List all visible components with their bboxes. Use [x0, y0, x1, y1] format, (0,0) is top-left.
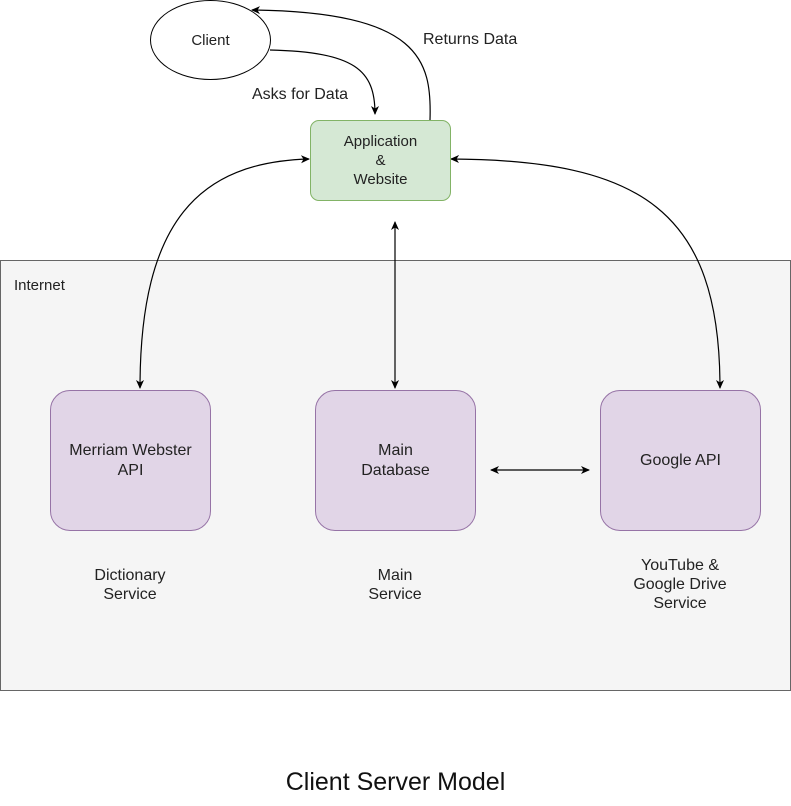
youtube-caption-line1: YouTube & [641, 557, 719, 574]
application-label-line3: Website [353, 171, 408, 188]
database-label-line1: Main [378, 441, 413, 459]
main-caption-line2: Service [368, 586, 422, 603]
internet-label: Internet [14, 277, 65, 294]
merriam-label-line2: API [117, 461, 144, 479]
dictionary-service-caption: Dictionary Service [60, 566, 200, 604]
merriam-webster-node: Merriam Webster API [50, 390, 211, 531]
youtube-caption-line3: Service [653, 595, 707, 612]
application-label-line2: & [375, 152, 386, 169]
client-node: Client [150, 0, 271, 80]
application-node: Application & Website [310, 120, 451, 201]
database-label-line2: Database [361, 461, 430, 479]
google-label: Google API [640, 451, 721, 469]
merriam-label-line1: Merriam Webster [69, 441, 192, 459]
youtube-caption-line2: Google Drive [633, 576, 727, 593]
youtube-drive-service-caption: YouTube & Google Drive Service [605, 556, 755, 613]
client-label: Client [191, 31, 230, 49]
returns-data-label: Returns Data [423, 31, 518, 48]
asks-for-data-edge [269, 49, 379, 115]
application-label-line1: Application [343, 133, 418, 150]
diagram-title: Client Server Model [285, 768, 506, 796]
asks-for-data-label: Asks for Data [252, 86, 349, 103]
dictionary-caption-line1: Dictionary [94, 567, 166, 584]
main-caption-line1: Main [377, 567, 413, 584]
main-service-caption: Main Service [325, 566, 465, 604]
main-database-node: Main Database [315, 390, 476, 531]
google-api-node: Google API [600, 390, 761, 531]
dictionary-caption-line2: Service [103, 586, 157, 603]
